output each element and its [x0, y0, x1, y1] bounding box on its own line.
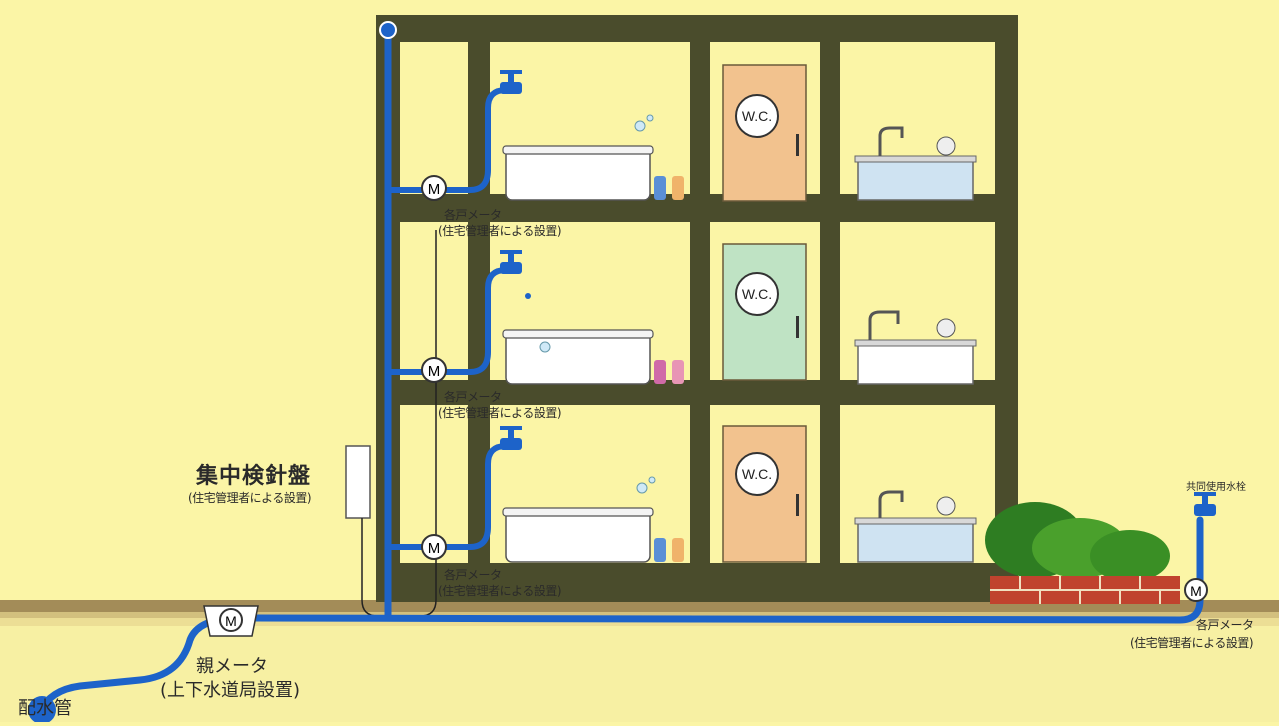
parent-meter-title: 親メータ [196, 656, 268, 677]
wc-label: W.C. [742, 466, 772, 482]
wc-label: W.C. [742, 286, 772, 302]
kitchen-sink-bottom [854, 490, 977, 563]
water-pipes [36, 26, 1204, 716]
brick-wall [990, 576, 1180, 604]
apartment-building [376, 15, 1018, 602]
outdoor-meter-note: (住宅管理者による設置) [1130, 636, 1254, 650]
central-panel-title: 集中検針盤 [196, 464, 312, 489]
central-panel-subtitle: (住宅管理者による設置) [188, 491, 312, 505]
parent-meter: M [203, 605, 259, 637]
toilet-door-top [722, 64, 807, 202]
unit-meter-1-label: 各戸メータ [444, 208, 502, 222]
bathtub-bottom [502, 476, 684, 563]
distribution-pipe-label: 配水管 [18, 698, 72, 719]
unit-meter-2-note: (住宅管理者による設置) [438, 406, 562, 420]
svg-text:M: M [428, 181, 441, 198]
kitchen-sink-middle [854, 310, 977, 385]
unit-meter-1-note: (住宅管理者による設置) [438, 224, 562, 238]
faucet-bottom [500, 426, 522, 450]
toilet-door-middle [722, 243, 807, 381]
unit-meter-2: M [421, 357, 447, 383]
parent-meter-subtitle: (上下水道局設置) [160, 680, 301, 701]
unit-meter-3-label: 各戸メータ [444, 568, 502, 582]
bathtub-top [502, 114, 684, 201]
faucet-top [500, 70, 522, 94]
distribution-pipe-end [28, 696, 56, 724]
outdoor-meter: M [1184, 578, 1208, 602]
svg-text:M: M [1190, 583, 1202, 599]
shared-faucet [1194, 492, 1216, 516]
svg-text:M: M [428, 540, 441, 557]
kitchen-sink-top [854, 126, 977, 201]
ground-surface [0, 610, 1279, 722]
unit-meter-3: M [421, 534, 447, 560]
unit-meter-3-note: (住宅管理者による設置) [438, 584, 562, 598]
unit-meter-2-label: 各戸メータ [444, 390, 502, 404]
wc-label: W.C. [742, 108, 772, 124]
svg-text:M: M [225, 613, 237, 629]
unit-meter-1: M [421, 175, 447, 201]
outdoor-meter-label: 各戸メータ [1196, 618, 1254, 632]
svg-text:M: M [428, 363, 441, 380]
toilet-door-bottom [722, 425, 807, 563]
shared-tap-label: 共同使用水栓 [1186, 482, 1246, 493]
bathtub-middle [502, 329, 684, 385]
shrubs [985, 502, 1170, 582]
faucet-middle [500, 250, 531, 299]
